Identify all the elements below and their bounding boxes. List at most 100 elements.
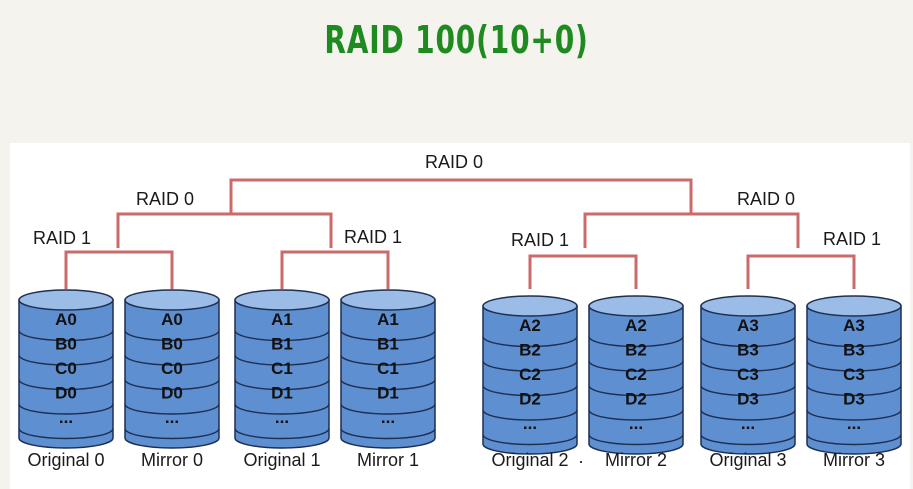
disk-block-label: C3 — [737, 365, 759, 384]
disk-divider — [340, 354, 436, 366]
disk-divider — [18, 403, 114, 415]
left-raid0-bracket — [116, 212, 333, 248]
disk-divider — [700, 434, 796, 446]
disk-block-label: D0 — [161, 384, 183, 403]
disk-caption: Original 2 — [491, 450, 568, 470]
raid1-d-bracket — [746, 254, 856, 289]
disk-body — [340, 299, 436, 449]
disk-divider — [806, 409, 902, 421]
disk-top — [700, 295, 796, 317]
disk-divider — [588, 385, 684, 397]
disk-block-label: D2 — [519, 390, 541, 409]
disk-divider — [700, 336, 796, 348]
disk-block-label: A2 — [519, 316, 541, 335]
disk-caption: Mirror 0 — [141, 450, 203, 470]
disk-divider — [18, 330, 114, 342]
disk-divider — [700, 409, 796, 421]
disk-divider — [482, 336, 578, 348]
disk-divider — [234, 428, 330, 440]
disk-divider — [588, 409, 684, 421]
disk-block-label: ... — [523, 414, 537, 433]
raid0-right-label: RAID 0 — [737, 189, 795, 209]
disk-body — [234, 299, 330, 449]
top-bracket — [229, 178, 693, 214]
disk-divider — [700, 385, 796, 397]
disk-divider — [806, 336, 902, 348]
disk-block-label: A3 — [737, 316, 759, 335]
disk-top — [588, 295, 684, 317]
disk-block-label: ... — [165, 408, 179, 427]
disk-top — [482, 295, 578, 317]
disk-block-label: A0 — [161, 310, 183, 329]
disk-divider — [588, 360, 684, 372]
disk-block-label: ... — [381, 408, 395, 427]
disk-top — [234, 289, 330, 311]
disk-block-label: ... — [741, 414, 755, 433]
disk-divider — [340, 403, 436, 415]
disk-divider — [124, 403, 220, 415]
disk-block-label: C3 — [843, 365, 865, 384]
disk-divider — [124, 379, 220, 391]
disk-block-label: ... — [629, 414, 643, 433]
disk-body — [700, 305, 796, 455]
disk-block-label: A3 — [843, 316, 865, 335]
disk-block-label: ... — [59, 408, 73, 427]
disk-divider — [234, 379, 330, 391]
disk-divider — [234, 403, 330, 415]
right-raid0-bracket — [583, 212, 800, 248]
disk-block-label: C2 — [625, 365, 647, 384]
disk-divider — [340, 330, 436, 342]
disk-body — [806, 305, 902, 455]
disk-body — [18, 299, 114, 449]
disk-top — [340, 289, 436, 311]
disk-block-label: ... — [847, 414, 861, 433]
disk-top — [806, 295, 902, 317]
disk-block-label: B3 — [843, 341, 865, 360]
disk-block-label: B2 — [625, 341, 647, 360]
disk-caption: Original 3 — [709, 450, 786, 470]
disk-block-label: C1 — [377, 359, 399, 378]
disk-divider — [340, 428, 436, 440]
disk-divider — [124, 428, 220, 440]
disk-block-label: D3 — [737, 390, 759, 409]
disk-block-label: A1 — [377, 310, 399, 329]
disk-divider — [482, 385, 578, 397]
raid1-d-label: RAID 1 — [823, 229, 881, 249]
disk-divider — [482, 434, 578, 446]
disk-block-label: C2 — [519, 365, 541, 384]
disk-block-label: D3 — [843, 390, 865, 409]
disk-divider — [700, 360, 796, 372]
disk-block-label: D0 — [55, 384, 77, 403]
disk-block-label: D1 — [377, 384, 399, 403]
disk-divider — [124, 330, 220, 342]
disk-block-label: B1 — [271, 335, 293, 354]
disk-divider — [18, 428, 114, 440]
raid1-c-label: RAID 1 — [511, 230, 569, 250]
raid0-top-label: RAID 0 — [425, 152, 483, 172]
disk-top — [124, 289, 220, 311]
disk-divider — [806, 385, 902, 397]
disk-block-label: C0 — [55, 359, 77, 378]
disk-block-label: A0 — [55, 310, 77, 329]
page-title: RAID 100(10+0) — [324, 18, 589, 62]
disk-block-label: B1 — [377, 335, 399, 354]
disk-caption: Mirror 2 — [605, 450, 667, 470]
raid1-b-label: RAID 1 — [344, 227, 402, 247]
disk-divider — [340, 379, 436, 391]
disk-divider — [482, 409, 578, 421]
raid1-a-bracket — [64, 250, 174, 289]
raid1-a-label: RAID 1 — [33, 228, 91, 248]
disk-caption: Original 0 — [27, 450, 104, 470]
disk-divider — [806, 434, 902, 446]
disk-top — [18, 289, 114, 311]
disk-divider — [588, 434, 684, 446]
